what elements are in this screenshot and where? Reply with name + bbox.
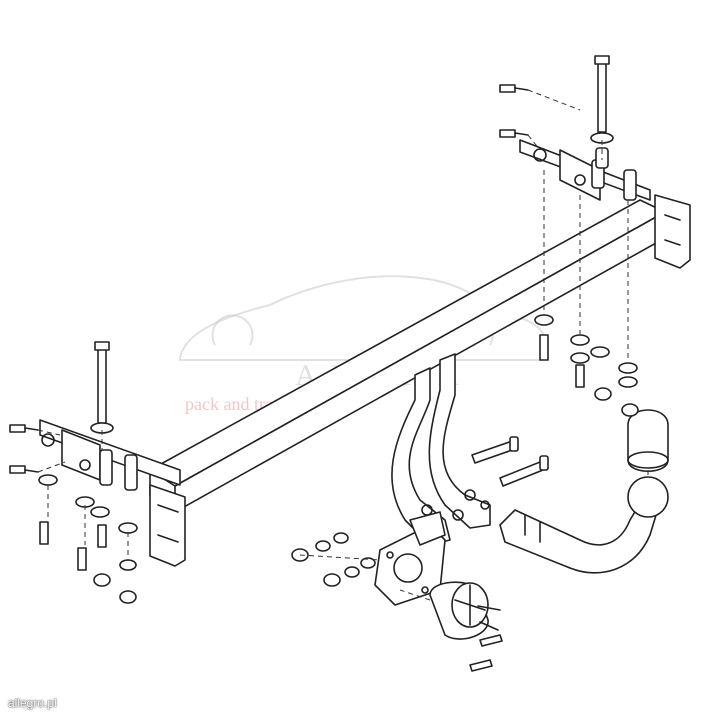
tow-ball-neck xyxy=(499,476,669,574)
assembly-guide-lines xyxy=(37,89,649,601)
socket-fasteners xyxy=(291,532,503,672)
small-bolts-left xyxy=(9,424,138,604)
left-mounting-bracket xyxy=(39,419,186,567)
corner-watermark: allegro.pl xyxy=(8,696,57,710)
electrical-socket xyxy=(429,581,501,640)
neck-bolts xyxy=(471,436,549,487)
socket-bracket xyxy=(374,511,446,606)
drop-plates xyxy=(391,353,491,546)
right-mounting-bracket xyxy=(519,139,691,269)
small-bolts-right xyxy=(499,84,639,417)
vertical-bolt-left xyxy=(90,341,114,434)
ball-cap xyxy=(627,409,669,472)
